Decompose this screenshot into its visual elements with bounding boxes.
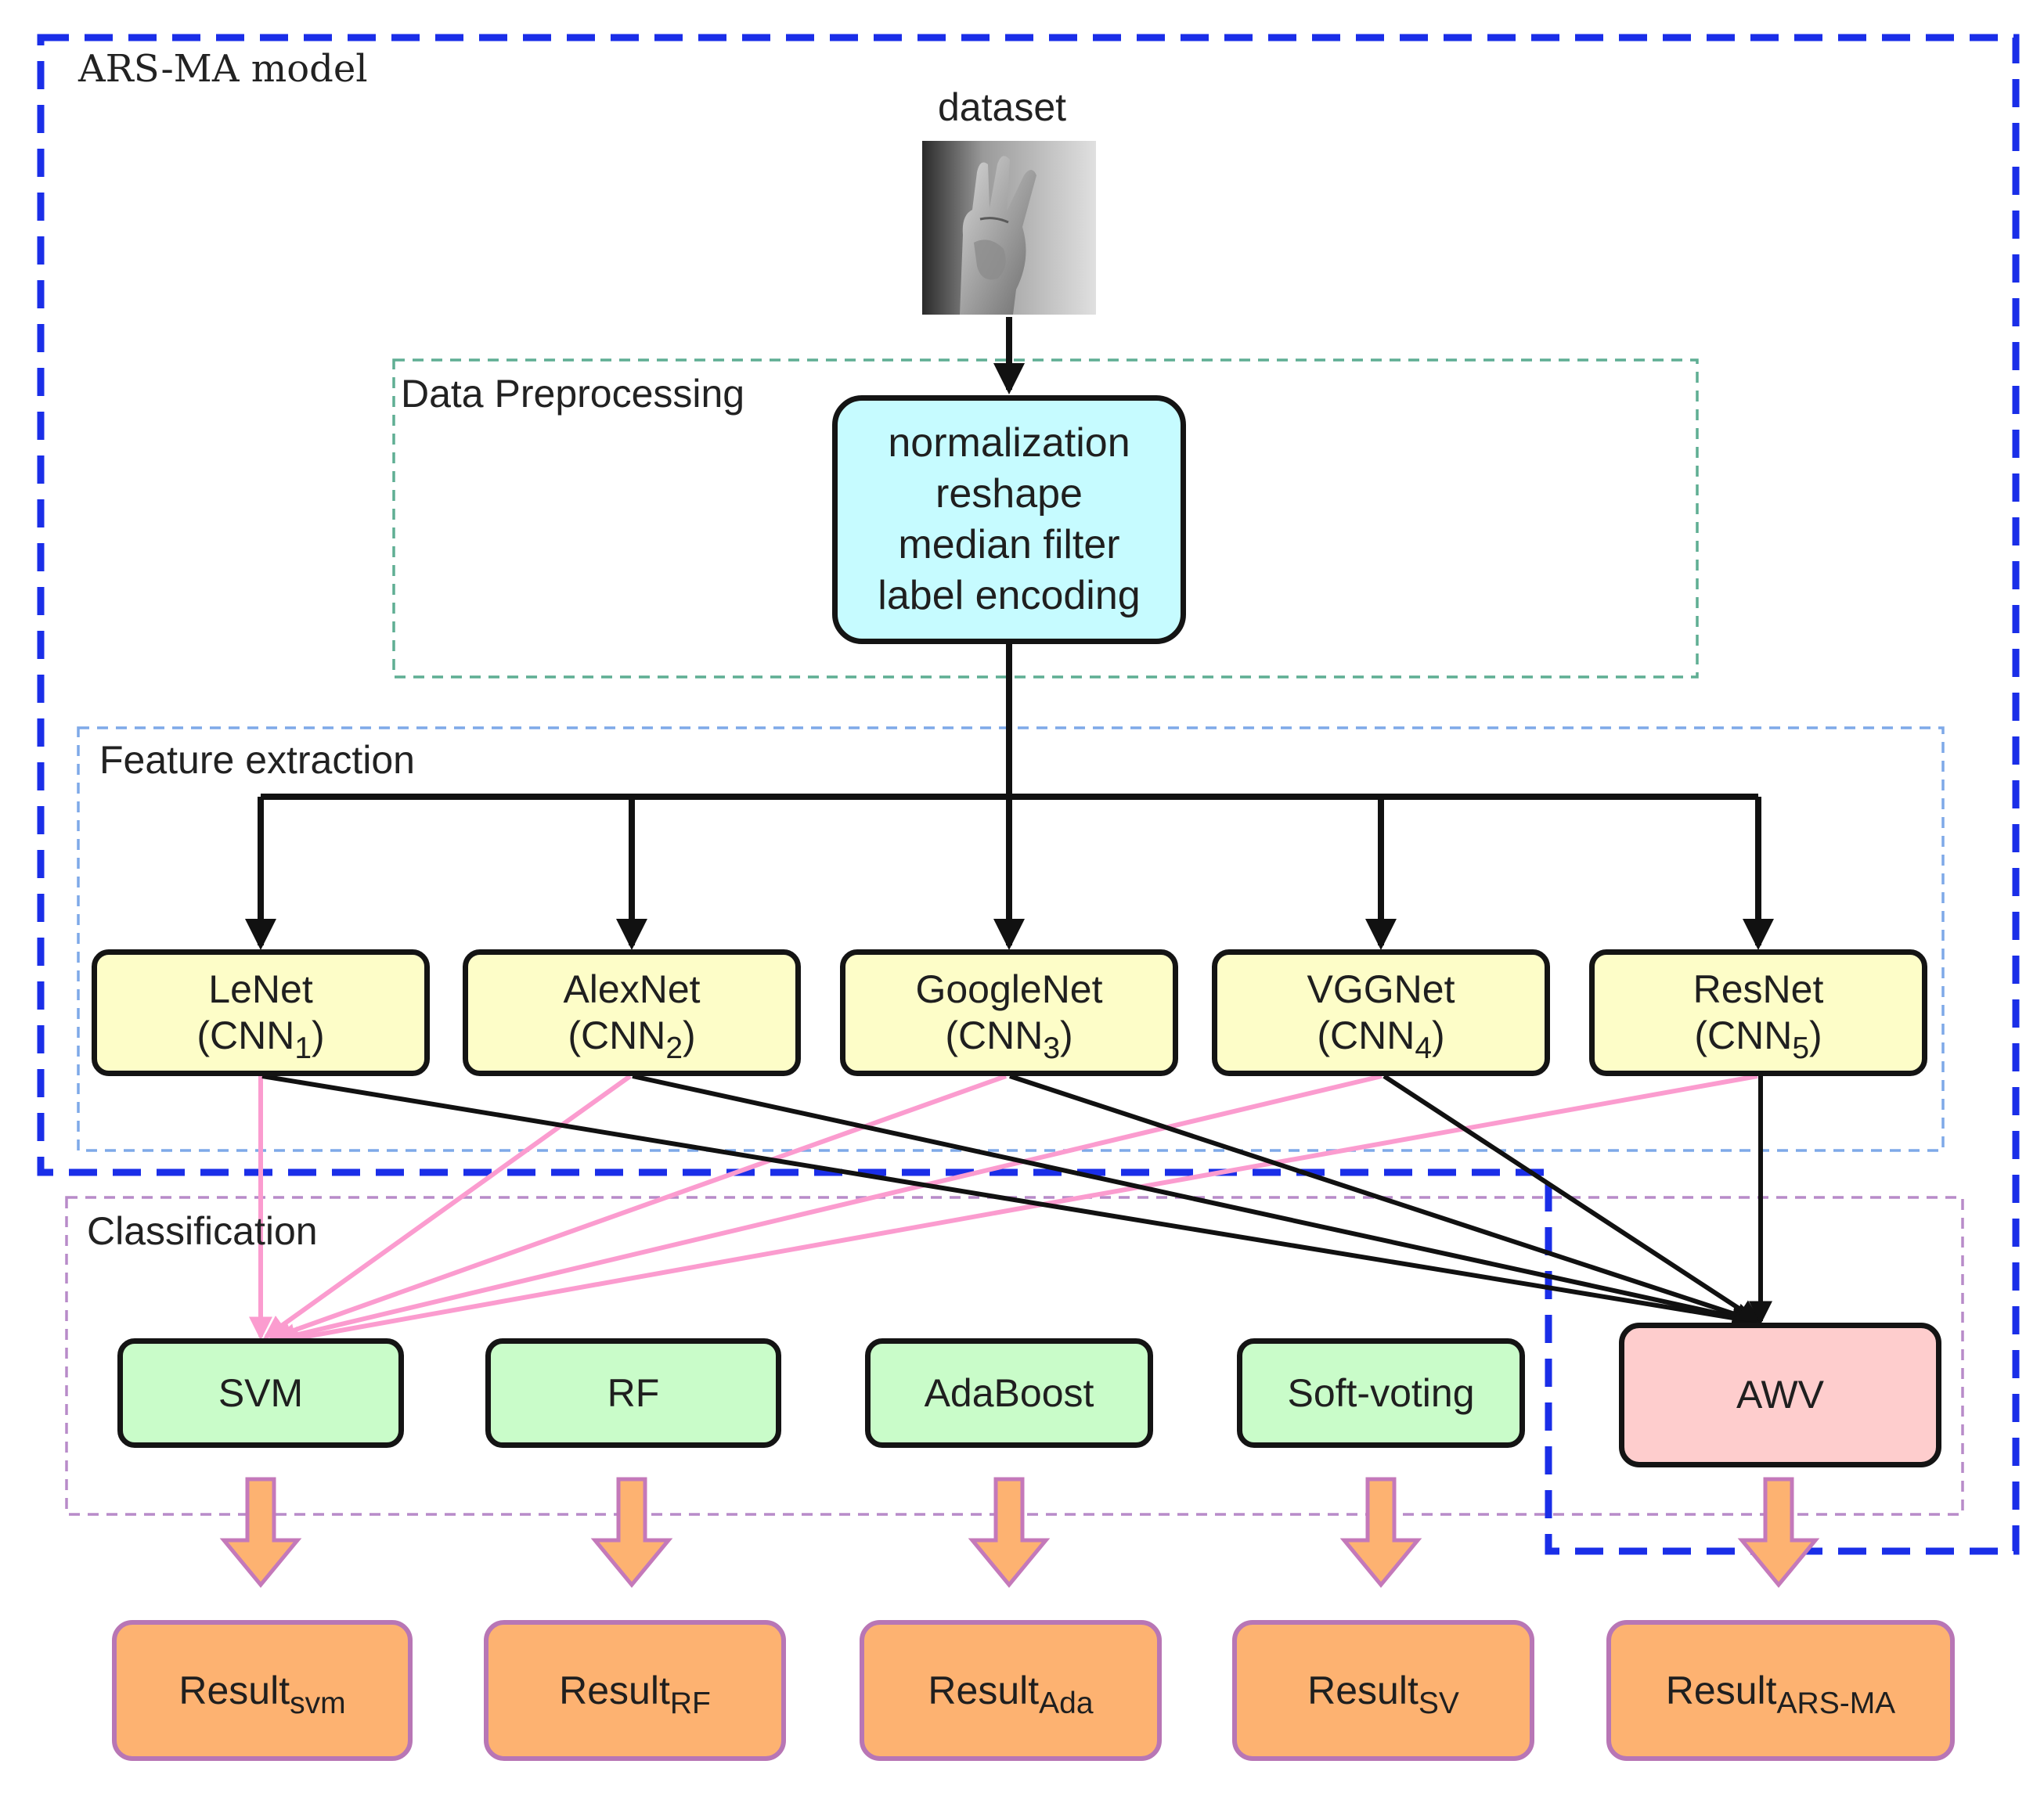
cnn-name: VGGNet [1307,967,1455,1011]
cnn-alexnet-box: AlexNet (CNN2) [463,949,801,1076]
classifier-soft-voting-box: Soft-voting [1237,1338,1525,1448]
cnn-code: (CNN3) [945,1014,1073,1066]
result-ada-box: ResultAda [860,1620,1162,1761]
feature-extraction-group-label: Feature extraction [99,738,415,782]
soft-voting-result-arrow [1339,1477,1422,1588]
ars-ma-model-boundary [37,34,2020,1555]
cnn-name: AlexNet [563,967,701,1011]
cnn-vggnet-box: VGGNet (CNN4) [1212,949,1550,1076]
awv-feature-arrows [261,1074,1772,1330]
result-block-arrows [219,1477,1820,1588]
result-svm-box: Resultsvm [112,1620,413,1761]
result-label: ResultRF [559,1668,711,1720]
ars-ma-model-label: ARS-MA model [78,47,368,91]
preprocessing-group-label: Data Preprocessing [401,372,745,416]
result-rf-box: ResultRF [484,1620,786,1761]
classifier-label: AdaBoost [924,1370,1094,1415]
preprocessing-box: normalization reshape median filter labe… [832,395,1186,644]
feature-extraction-frame [77,726,1945,1152]
result-label: Resultsvm [178,1668,346,1720]
classifier-label: RF [607,1370,660,1415]
alexnet-to-svm-arrow [263,1074,632,1339]
cnn-resnet-box: ResNet (CNN5) [1589,949,1927,1076]
step-normalization: normalization [888,420,1130,466]
cnn-lenet-box: LeNet (CNN1) [92,949,430,1076]
dataset-label: dataset [938,85,1067,129]
rf-result-arrow [590,1477,673,1588]
cnn-code: (CNN1) [196,1014,325,1066]
step-reshape: reshape [935,471,1083,517]
cnn-name: ResNet [1693,967,1824,1011]
vggnet-to-svm-arrow [272,1074,1382,1347]
awv-result-arrow [1737,1477,1820,1588]
classifier-awv-box: AWV [1619,1323,1941,1467]
preprocessing-frame [392,358,1699,679]
resnet-to-svm-arrow [276,1074,1758,1350]
alexnet-to-awv-arrow [632,1074,1757,1329]
cnn-code: (CNN5) [1694,1014,1822,1066]
cnn-name: GoogleNet [915,967,1103,1011]
classifier-label: AWV [1736,1373,1825,1417]
result-ars-ma-box: ResultARS-MA [1606,1620,1955,1761]
step-median-filter: median filter [898,522,1120,567]
step-label-encoding: label encoding [878,573,1141,618]
lenet-to-awv-arrow [261,1074,1756,1330]
result-label: ResultAda [928,1668,1094,1720]
vggnet-to-awv-arrow [1382,1074,1761,1323]
classifier-adaboost-box: AdaBoost [865,1338,1153,1448]
preprocessing-flow [245,317,1774,950]
result-label: ResultSV [1307,1668,1459,1720]
svm-result-arrow [219,1477,302,1588]
googlenet-to-awv-arrow [1009,1074,1760,1327]
googlenet-to-svm-arrow [268,1074,1008,1343]
classification-group-label: Classification [87,1209,318,1253]
cnn-code: (CNN4) [1317,1014,1445,1066]
result-sv-box: ResultSV [1232,1620,1534,1761]
classifier-svm-box: SVM [117,1338,404,1448]
cnn-name: LeNet [208,967,313,1011]
cnn-code: (CNN2) [568,1014,696,1066]
cnn-googlenet-box: GoogleNet (CNN3) [840,949,1178,1076]
svm-feature-arrows [249,1074,1758,1350]
classifier-label: Soft-voting [1287,1370,1475,1415]
classifier-label: SVM [218,1370,304,1415]
adaboost-result-arrow [968,1477,1051,1588]
result-label: ResultARS-MA [1665,1668,1896,1720]
classifier-rf-box: RF [485,1338,781,1448]
hand-sign-image [922,141,1096,315]
